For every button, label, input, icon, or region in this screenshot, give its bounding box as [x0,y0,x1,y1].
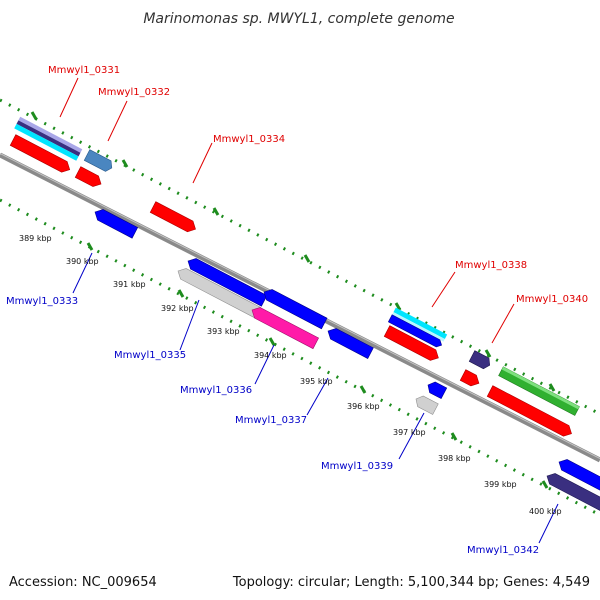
gene-label-0331[interactable]: Mmwyl1_0331 [48,65,120,76]
gene-block-0336[interactable] [249,305,319,350]
gene-block-0334-cds[interactable] [149,201,198,235]
tick-label-391: 391 kbp [113,280,146,289]
map-title: Marinomonas sp. MWYL1, complete genome [143,11,454,27]
tick-label-395: 395 kbp [300,377,333,386]
gene-block-0333[interactable] [92,207,139,239]
gene-label-0342[interactable]: Mmwyl1_0342 [467,545,539,556]
tick-label-392: 392 kbp [161,304,194,313]
accession-text: Accession: NC_009654 [9,575,157,590]
gene-label-0335[interactable]: Mmwyl1_0335 [114,350,186,361]
tick-label-399: 399 kbp [484,480,517,489]
gene-block-0338-lightcyan[interactable] [392,312,445,342]
gene-block-0340-green[interactable] [498,366,580,416]
gene-block-0340-red-small[interactable] [459,369,482,389]
gene-block-0340-navy[interactable] [468,350,492,371]
gene-block-0331-navy[interactable] [16,120,81,157]
gene-block-0338-cyan[interactable] [393,307,448,339]
gene-label-0334[interactable]: Mmwyl1_0334 [213,134,285,145]
gene-block-0340-cds[interactable] [486,385,574,439]
gene-block-0335-blue[interactable] [185,256,268,307]
gene-block-0338-cds[interactable] [383,325,441,364]
gene-block-0342-navy[interactable] [544,471,600,513]
gene-block-0332-cds[interactable] [74,166,104,190]
gene-block-0342-blue[interactable] [556,457,600,496]
gene-block-0339-blue[interactable] [425,380,448,400]
label-leaders [59,77,559,544]
gene-label-0337[interactable]: Mmwyl1_0337 [235,415,307,426]
tick-label-394: 394 kbp [254,351,287,360]
tick-label-393: 393 kbp [207,327,240,336]
tick-label-400: 400 kbp [529,507,562,516]
gene-block-0331-cyan[interactable] [14,123,79,161]
tick-label-396: 396 kbp [347,402,380,411]
tick-label-390: 390 kbp [66,257,99,266]
gene-label-0338[interactable]: Mmwyl1_0338 [455,260,527,271]
tick-label-397: 397 kbp [393,428,426,437]
gene-blocks [9,116,600,513]
gene-block-0340-green-light [501,366,580,410]
tick-label-389: 389 kbp [19,234,52,243]
gene-block-0338-blue[interactable] [387,314,443,349]
gene-label-0340[interactable]: Mmwyl1_0340 [516,294,588,305]
major-ticks [30,111,556,489]
gene-label-0339[interactable]: Mmwyl1_0339 [321,461,393,472]
tick-label-398: 398 kbp [438,454,471,463]
gene-block-0331-lavender[interactable] [18,116,83,153]
gene-block-0331-cds[interactable] [9,134,72,175]
gene-label-0332[interactable]: Mmwyl1_0332 [98,87,170,98]
gene-block-0339-gray[interactable] [413,394,439,415]
gene-block-0336-blue[interactable] [261,287,328,330]
gene-block-0332[interactable] [83,149,114,174]
topology-text: Topology: circular; Length: 5,100,344 bp… [232,575,590,590]
gene-block-0337[interactable] [325,326,374,359]
gene-label-0336[interactable]: Mmwyl1_0336 [180,385,252,396]
gene-label-0333[interactable]: Mmwyl1_0333 [6,296,78,307]
